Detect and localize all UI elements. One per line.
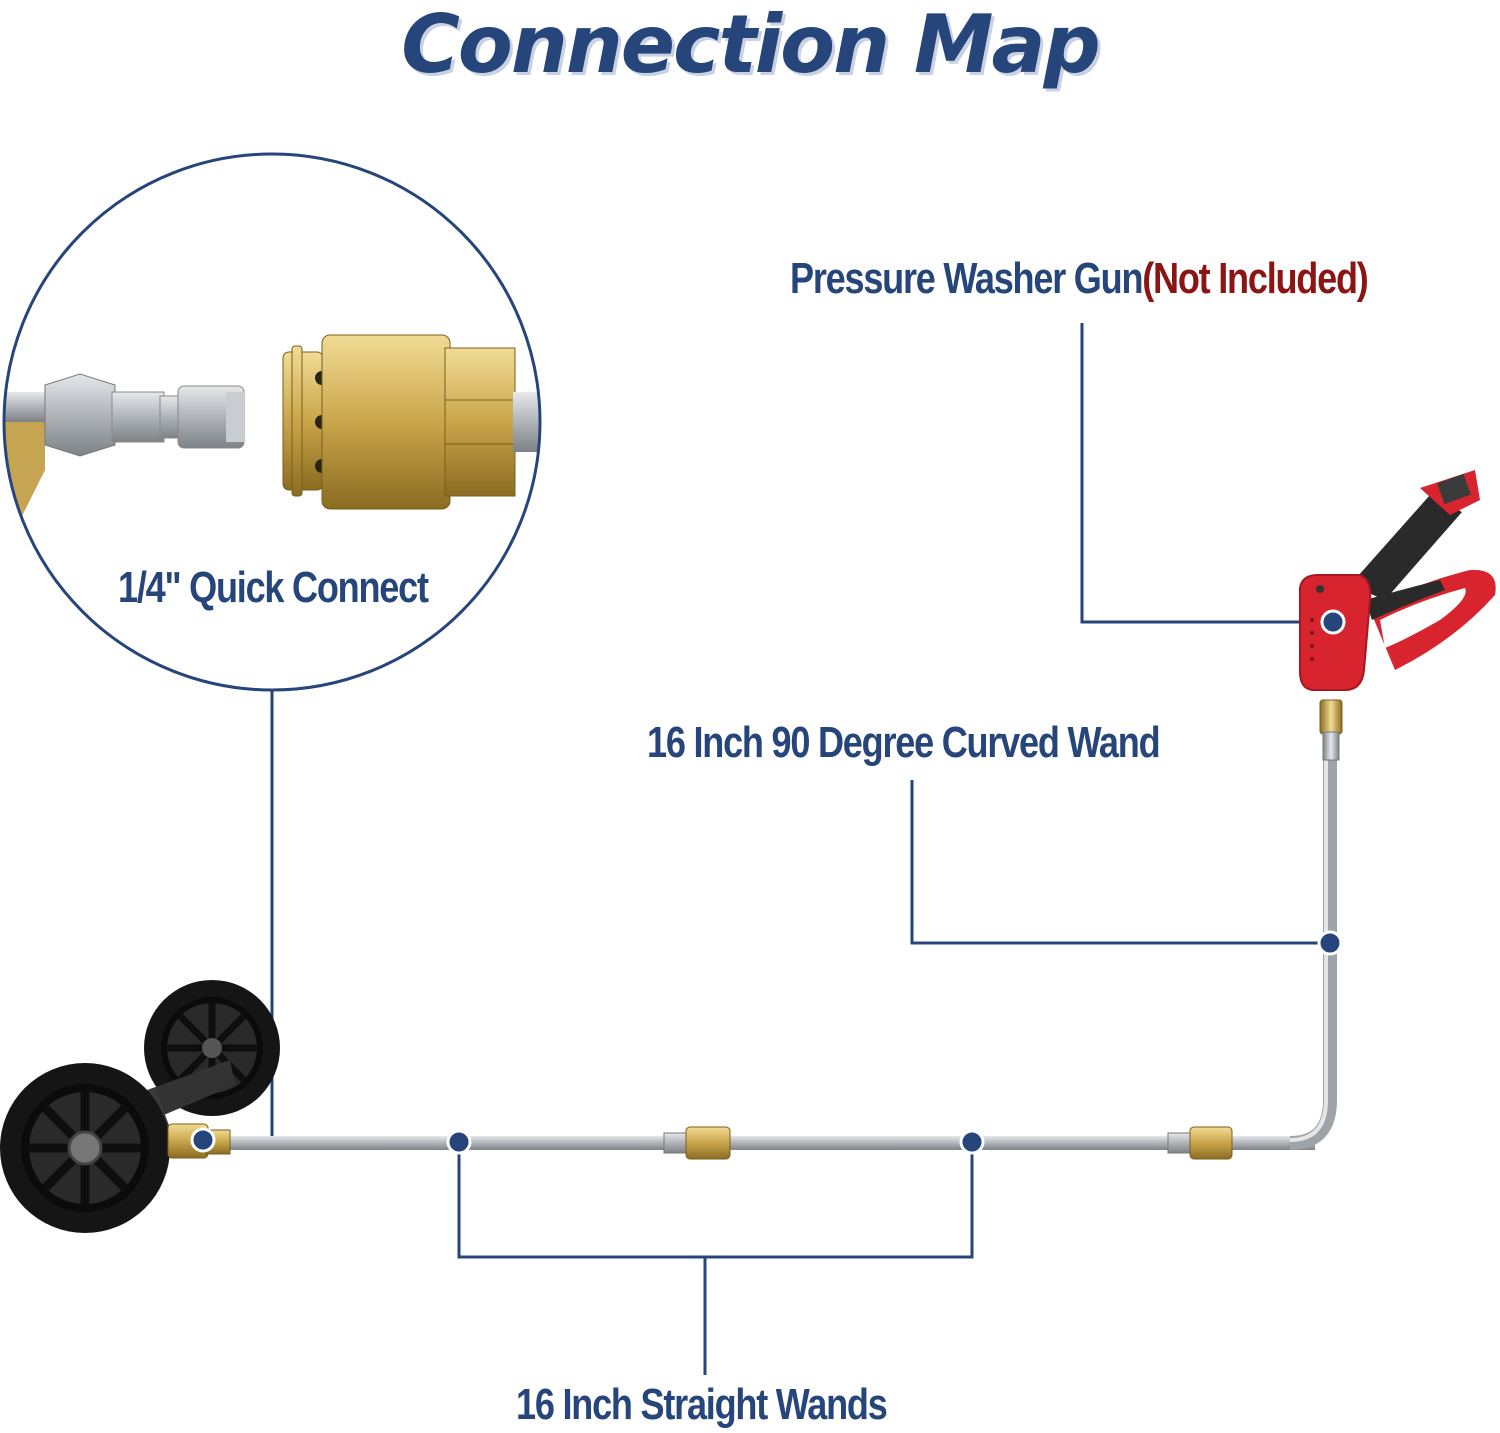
coupler-middle bbox=[663, 1126, 731, 1160]
dot-straight-wand-2 bbox=[959, 1129, 985, 1155]
callout-straight-wands-bracket bbox=[457, 1142, 974, 1259]
dot-gun bbox=[1320, 609, 1346, 635]
curved-wand-bend bbox=[1289, 760, 1337, 1150]
female-coupler bbox=[282, 334, 539, 510]
straight-wand-tube bbox=[200, 1136, 1315, 1150]
pressure-washer-gun bbox=[1299, 470, 1496, 691]
label-straight-wands: 16 Inch Straight Wands bbox=[516, 1380, 888, 1429]
label-curved-wand: 16 Inch 90 Degree Curved Wand bbox=[647, 718, 1161, 767]
quick-connect-zoom bbox=[2, 152, 542, 692]
surface-cleaner-wheels bbox=[0, 980, 280, 1233]
callout-curved-wand bbox=[910, 780, 1330, 945]
dot-straight-wand-1 bbox=[446, 1129, 472, 1155]
callout-dots bbox=[190, 609, 1346, 1155]
label-gun-name: Pressure Washer Gun bbox=[790, 254, 1143, 303]
label-quick-connect: 1/4" Quick Connect bbox=[118, 563, 429, 612]
label-pressure-washer-gun: Pressure Washer Gun(Not Included) bbox=[790, 254, 1369, 304]
dot-curved-wand bbox=[1317, 930, 1343, 956]
coupler-right bbox=[1167, 1126, 1233, 1160]
label-gun-not-included: (Not Included) bbox=[1142, 254, 1369, 303]
callout-gun bbox=[1080, 323, 1333, 624]
dot-quick-connect bbox=[190, 1127, 216, 1153]
coupler-gun bbox=[1319, 699, 1343, 761]
wand-assembly bbox=[200, 699, 1343, 1160]
page-title: Connection Map bbox=[401, 0, 1101, 91]
